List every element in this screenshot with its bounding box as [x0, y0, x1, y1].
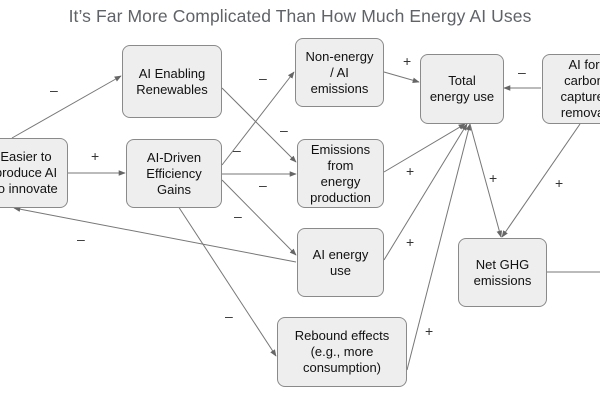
- sign-efficiency-ai-energy: –: [234, 208, 242, 224]
- sign-efficiency-emissions: –: [259, 177, 267, 193]
- sign-total-ghg: +: [489, 170, 498, 186]
- sign-carbon-total: –: [518, 64, 526, 80]
- edge-ai-energy-easier: [13, 206, 297, 263]
- sign-ai-energy-easier: –: [77, 231, 85, 247]
- node-emissions-from-energy-production: Emissions from energy production: [297, 139, 384, 208]
- sign-efficiency-nonenergy: –: [233, 142, 241, 158]
- sign-efficiency-rebound: –: [225, 308, 233, 324]
- sign-easier-efficiency: +: [91, 148, 100, 164]
- node-non-energy-ai-emissions: Non-energy / AI emissions: [295, 38, 384, 107]
- edge-efficiency-rebound: [177, 205, 277, 357]
- node-total-energy-use: Total energy use: [420, 54, 504, 124]
- node-ai-energy-use: AI energy use: [297, 228, 384, 297]
- edge-total-ghg: [469, 123, 503, 238]
- node-ai-driven-efficiency-gains: AI-Driven Efficiency Gains: [126, 139, 222, 208]
- node-easier-to-produce-ai: Easier to produce AI to innovate: [0, 138, 68, 208]
- sign-renewables-emissions: –: [280, 122, 288, 138]
- sign-nonenergy-total: +: [403, 53, 412, 69]
- edge-easier-renewables: [11, 75, 122, 139]
- node-rebound-effects: Rebound effects (e.g., more consumption): [277, 317, 407, 387]
- sign-easier-renewables: –: [50, 82, 58, 98]
- edge-rebound-total: [406, 123, 472, 371]
- edge-renewables-emissions: [221, 87, 297, 163]
- sign-renewables-nonenergy: –: [259, 70, 267, 86]
- edge-emissions-total: [383, 123, 466, 173]
- node-net-ghg-emissions: Net GHG emissions: [458, 238, 547, 307]
- edge-efficiency-nonenergy: [221, 71, 295, 166]
- node-ai-for-carbon-capture: AI for carbon capture/ removal: [542, 54, 600, 124]
- sign-carbon-ghg: +: [555, 175, 564, 191]
- edge-nonenergy-total: [383, 71, 420, 83]
- sign-ai-energy-total: +: [406, 234, 415, 250]
- edge-ai-energy-total: [383, 123, 468, 261]
- node-ai-enabling-renewables: AI Enabling Renewables: [122, 45, 222, 118]
- edge-efficiency-ai-energy: [221, 179, 297, 256]
- sign-emissions-total: +: [406, 163, 415, 179]
- edge-carbon-ghg: [501, 123, 581, 238]
- diagram-title: It’s Far More Complicated Than How Much …: [68, 6, 532, 26]
- sign-rebound-total: +: [425, 323, 434, 339]
